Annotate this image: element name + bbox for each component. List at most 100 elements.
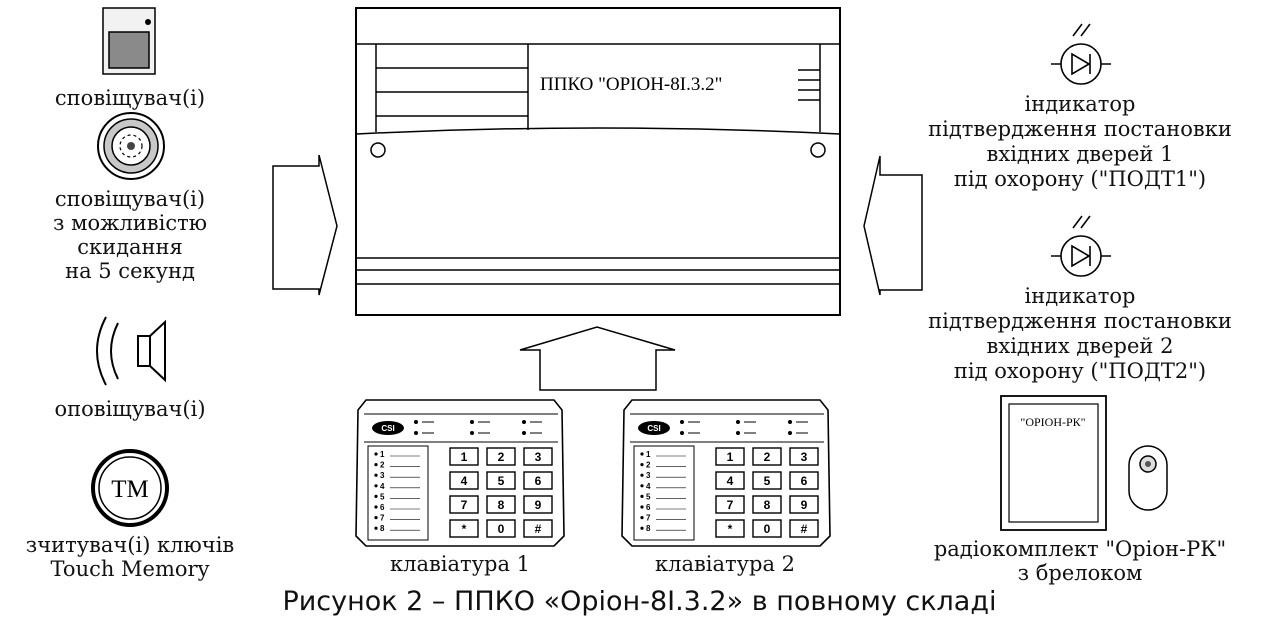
keypad-zone-label: 8 <box>646 524 651 533</box>
indicator-2-label-4: під охорону ("ПОДТ2") <box>953 359 1207 383</box>
detector-label: сповіщувач(і) <box>54 86 206 110</box>
keypad-key <box>486 471 516 490</box>
keypad-zone-led <box>374 484 378 488</box>
keypad-key-label: * <box>462 522 467 536</box>
tm-icon-label: TM <box>111 476 149 503</box>
keypad-zone-led <box>640 516 644 520</box>
radio-kit-box-label: "ОРІОН-РК" <box>1020 415 1085 429</box>
keypad-zone-label: 7 <box>646 514 651 523</box>
keypad-zone-led <box>640 463 644 467</box>
keypad-key-label: # <box>801 522 808 536</box>
keypad-key <box>789 471 819 490</box>
keypad-led <box>788 431 792 435</box>
keypad-key <box>486 495 516 514</box>
tm-reader-icon <box>91 449 169 527</box>
keypad-zone-led <box>640 505 644 509</box>
keypad-led <box>736 420 740 424</box>
keypad-zone-label: 6 <box>646 503 651 512</box>
keypad-led <box>470 420 474 424</box>
keypad-zone-led <box>374 473 378 477</box>
keypad-key-label: * <box>728 522 733 536</box>
keypad-key-label: 3 <box>801 450 808 464</box>
keypad-key <box>486 519 516 538</box>
keypad-key <box>449 495 479 514</box>
keypad-zone-led <box>374 505 378 509</box>
reset-detector-label-2: з можливістю <box>53 211 207 235</box>
keypad-zone-label: 7 <box>380 514 385 523</box>
keypad-key-label: 4 <box>461 474 468 488</box>
siren-label: оповіщувач(і) <box>54 397 206 421</box>
keypad-zone-label: 4 <box>646 482 651 491</box>
keypad-key-label: 8 <box>764 498 771 512</box>
bottom-input-arrow <box>519 326 676 391</box>
keypad-zone-led <box>640 526 644 530</box>
radio-kit-label-2: з брелоком <box>1017 561 1143 585</box>
keypad-key <box>715 495 745 514</box>
keypad-zone-led <box>374 452 378 456</box>
keypad-key-label: 8 <box>498 498 505 512</box>
left-input-arrow <box>272 154 338 296</box>
keypad-logo <box>372 421 404 435</box>
keypad-zone-label: 2 <box>380 461 385 470</box>
reset-detector-icon <box>97 112 165 180</box>
keypad-key <box>789 495 819 514</box>
keypad-1-label: клавіатура 1 <box>389 552 531 576</box>
keypad-key <box>789 519 819 538</box>
keypad-key <box>523 471 553 490</box>
keypad-key <box>523 447 553 466</box>
keypad-key <box>486 447 516 466</box>
keypad-logo-text: CSI <box>381 424 394 433</box>
keypad-key-label: 0 <box>498 522 505 536</box>
keypad-zone-label: 3 <box>646 471 651 480</box>
control-panel <box>355 7 841 316</box>
keypad-key <box>715 471 745 490</box>
indicator-1-label-2: підтвердження постановки <box>928 117 1232 141</box>
indicator-1-label-4: під охорону ("ПОДТ1") <box>953 167 1207 191</box>
siren-icon <box>96 316 166 386</box>
reset-detector-label-1: сповіщувач(і) <box>54 187 206 211</box>
keypad-key <box>449 471 479 490</box>
keypad-key-label: 9 <box>801 498 808 512</box>
tm-reader-label-2: Touch Memory <box>50 557 210 581</box>
keypad-logo-text: CSI <box>647 424 660 433</box>
keypad-zone-label: 3 <box>380 471 385 480</box>
keypad-led <box>414 431 418 435</box>
indicator-1-label-3: вхідних дверей 1 <box>986 142 1174 166</box>
keypad-key <box>752 519 782 538</box>
keypad-zone-label: 8 <box>380 524 385 533</box>
indicator-2-label-1: індикатор <box>1024 284 1136 308</box>
keypad-key <box>523 495 553 514</box>
keypad-zone-led <box>374 494 378 498</box>
keypad-key <box>752 471 782 490</box>
keypad-led <box>680 420 684 424</box>
keypad-key-label: 6 <box>801 474 808 488</box>
keypad-key-label: 9 <box>535 498 542 512</box>
keypad-zone-led <box>640 484 644 488</box>
keypad-led <box>736 431 740 435</box>
led-indicator-1-icon <box>1051 23 1111 85</box>
keypad-key <box>449 519 479 538</box>
keypad-zone-label: 1 <box>380 450 385 459</box>
detector-icon <box>102 7 156 75</box>
reset-detector-label-3: скидання <box>77 235 183 259</box>
keypad-zone-label: 1 <box>646 450 651 459</box>
keypad-logo <box>638 421 670 435</box>
keypad-led <box>470 431 474 435</box>
keypad-zone-label: 5 <box>646 492 651 501</box>
panel-label: ППКО "ОРІОН-8І.3.2" <box>540 74 722 95</box>
keypad-led <box>414 420 418 424</box>
indicator-1-label-1: індикатор <box>1024 92 1136 116</box>
keypad-zone-label: 5 <box>380 492 385 501</box>
keypad-led <box>522 420 526 424</box>
keypad-key <box>752 495 782 514</box>
keypad-key <box>715 519 745 538</box>
keypad-zone-panel <box>633 445 695 541</box>
keypad-key-label: 6 <box>535 474 542 488</box>
keypad-key-label: 5 <box>498 474 505 488</box>
radio-kit-label-1: радіокомплект "Оріон-РК" <box>933 537 1227 561</box>
keypad-key-label: 3 <box>535 450 542 464</box>
keypad-key-label: 5 <box>764 474 771 488</box>
led-indicator-2-icon <box>1051 215 1111 277</box>
